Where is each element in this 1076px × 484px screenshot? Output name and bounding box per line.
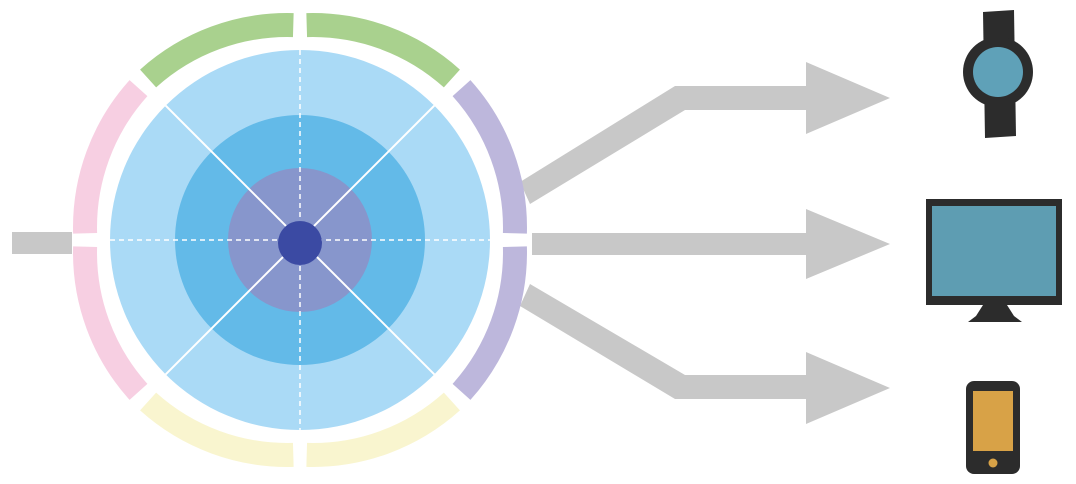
phone-home-button xyxy=(988,458,998,468)
central-wheel xyxy=(73,13,527,467)
arrow-to-monitor xyxy=(532,209,890,279)
monitor-screen xyxy=(932,206,1056,296)
core-dot xyxy=(278,221,322,265)
monitor-icon xyxy=(926,199,1062,322)
outer-ring xyxy=(73,13,527,467)
phone-screen xyxy=(973,391,1013,451)
ring-segment-yellow-left xyxy=(140,392,294,467)
ring-segment-pink-bottom xyxy=(73,246,148,400)
arrow-to-smartwatch xyxy=(520,62,890,204)
arrow-to-smartphone xyxy=(520,284,890,424)
ring-segment-pink-top xyxy=(73,80,148,234)
ring-segment-yellow-right xyxy=(306,392,460,467)
input-line xyxy=(12,232,72,254)
monitor-stand xyxy=(968,305,1022,322)
smartphone-icon xyxy=(966,381,1020,474)
watch-face xyxy=(973,47,1023,97)
ring-segment-purple-top xyxy=(452,80,527,234)
ring-segment-green-right xyxy=(306,13,460,88)
smartwatch-icon xyxy=(963,10,1033,138)
ring-segment-purple-bottom xyxy=(452,246,527,400)
ring-segment-green-left xyxy=(140,13,294,88)
arrows xyxy=(520,62,890,424)
